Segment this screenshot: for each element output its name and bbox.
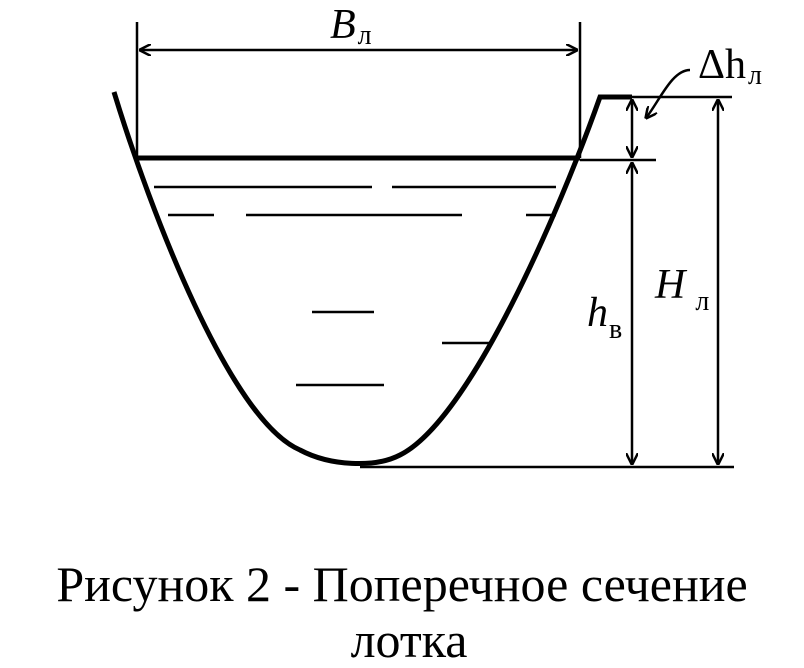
figure-caption-line2: лотка — [350, 612, 468, 668]
extension-lines — [360, 95, 734, 469]
water-hatching — [154, 185, 556, 387]
width-dimension — [135, 22, 582, 158]
width-label: Bл — [330, 2, 372, 51]
water-depth-label: hв — [587, 290, 622, 345]
figure-caption-line1: Рисунок 2 - Поперечное сечение — [56, 556, 748, 612]
freeboard-label: Δhл — [698, 42, 762, 91]
trough-outline — [111, 91, 632, 467]
freeboard-dimension — [632, 68, 691, 157]
